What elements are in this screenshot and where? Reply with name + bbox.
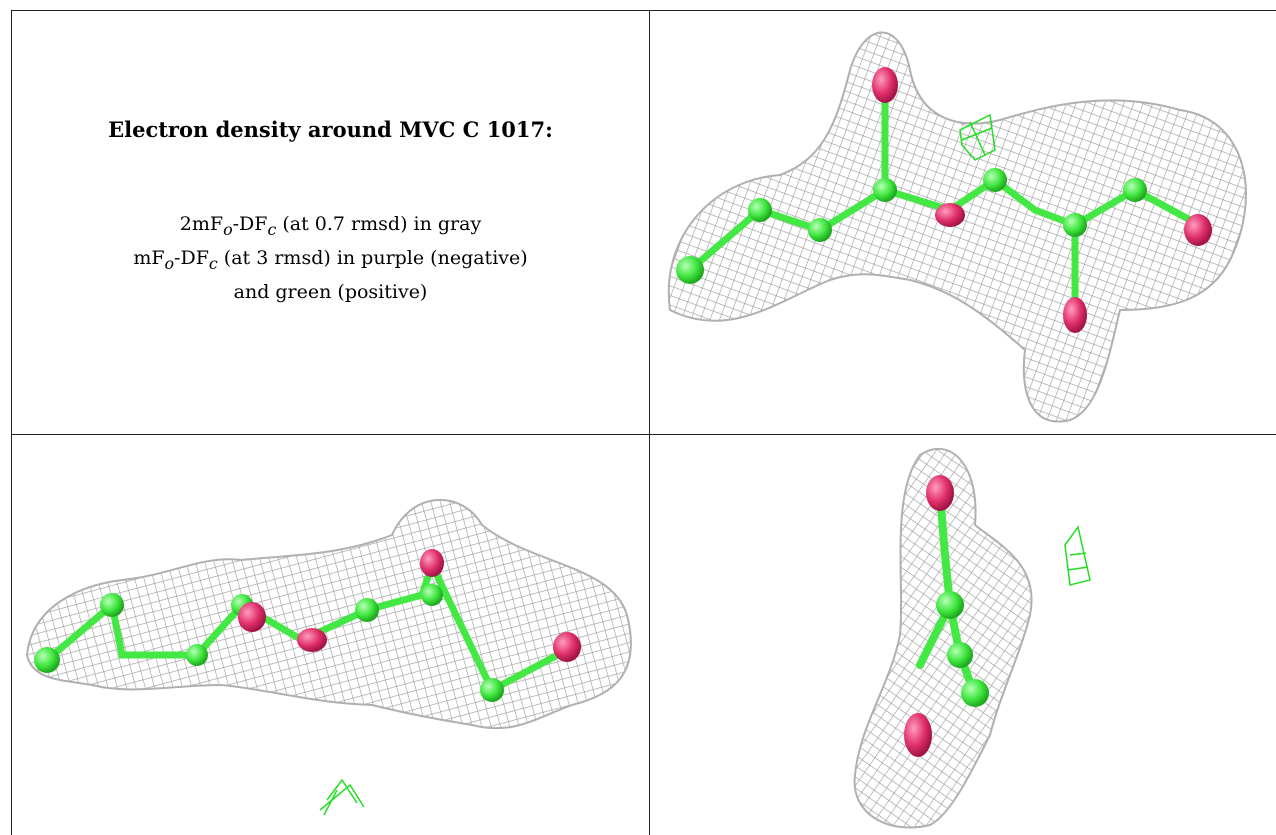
density-image-2 [25,499,632,816]
density-view-bottom-right [650,435,1276,835]
border-left [11,10,12,835]
border-top [11,10,1276,11]
caption-line-mfo: mFo-DFc (at 3 rmsd) in purple (negative) [133,246,528,273]
positive-difference-density [1064,525,1091,586]
caption-cell: Electron density around MVC C 1017: 2mFo… [12,10,649,434]
positive-difference-density [959,113,996,161]
caption-line-3: and green (positive) [233,280,428,303]
electron-density-mesh [853,448,1033,829]
density-image-1 [667,31,1247,423]
caption-description: 2mFo-DFc (at 0.7 rmsd) in gray mFo-DFc (… [12,210,649,307]
caption-line-2mfo: 2mFo-DFc (at 0.7 rmsd) in gray [179,213,482,239]
border-middle [649,10,650,835]
caption-title: Electron density around MVC C 1017: [108,117,553,142]
positive-difference-density [319,778,365,816]
electron-density-mesh [667,31,1247,423]
border-row [11,434,1276,435]
density-view-bottom-left [12,435,649,835]
density-view-top-right [650,10,1276,434]
density-image-3 [853,448,1091,829]
